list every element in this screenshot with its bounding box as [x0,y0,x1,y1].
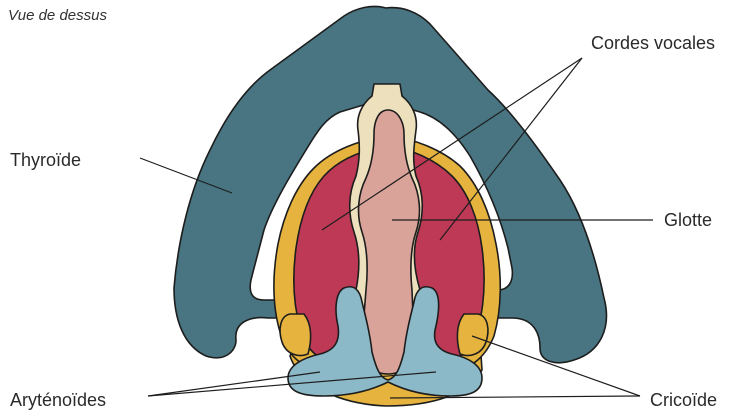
view-caption: Vue de dessus [8,8,107,23]
label-arytenoides: Aryténoïdes [10,391,106,409]
cricoid-left-nub-shape [280,314,311,356]
label-cordes-vocales: Cordes vocales [591,34,715,52]
label-cricoide: Cricoïde [650,391,717,409]
label-thyroide: Thyroïde [10,151,81,169]
label-glotte: Glotte [664,211,712,229]
